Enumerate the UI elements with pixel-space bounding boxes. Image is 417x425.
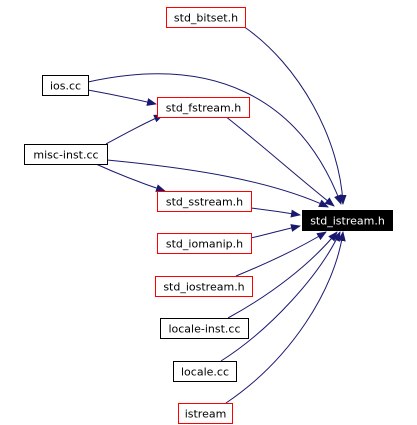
edges-layer [87, 25, 347, 404]
node-box [24, 144, 108, 165]
node-label: std_iomanip.h [166, 238, 243, 251]
node-label: locale.cc [181, 366, 229, 379]
edge-ios-cc-to-std-istream [87, 73, 342, 205]
node-label: std_iostream.h [163, 281, 244, 294]
node-box [157, 97, 250, 118]
node-label: misc-inst.cc [33, 149, 98, 162]
node-box [178, 403, 233, 424]
node-box [160, 318, 249, 339]
node-label: std_istream.h [310, 215, 385, 228]
edge-istream-to-std-istream [225, 231, 346, 404]
node-istream[interactable]: istream [178, 403, 233, 424]
nodes-layer: std_bitset.h ios.cc std_fstream.h misc-inst… [24, 7, 393, 424]
node-label: std_bitset.h [174, 12, 238, 25]
node-std-istream[interactable]: std_istream.h [302, 210, 393, 231]
edge-std-fstream-to-std-istream [224, 115, 335, 207]
node-box [302, 210, 393, 231]
node-box [166, 7, 246, 28]
node-box [42, 75, 89, 96]
node-std-bitset[interactable]: std_bitset.h [166, 7, 246, 28]
node-std-fstream[interactable]: std_fstream.h [157, 97, 250, 118]
node-label: std_sstream.h [166, 196, 243, 209]
edge-misc-inst-to-std-sstream [95, 163, 166, 192]
node-box [157, 191, 252, 212]
node-misc-inst[interactable]: misc-inst.cc [24, 144, 108, 165]
node-label: locale-inst.cc [168, 323, 240, 336]
edge-std-iostream-to-std-istream [235, 231, 327, 277]
edge-std-sstream-to-std-istream [250, 207, 301, 218]
node-std-iomanip[interactable]: std_iomanip.h [157, 233, 252, 254]
node-locale-inst[interactable]: locale-inst.cc [160, 318, 249, 339]
node-label: ios.cc [50, 80, 81, 93]
edge-std-iomanip-to-std-istream [250, 224, 301, 239]
node-locale-cc[interactable]: locale.cc [173, 361, 237, 382]
edge-locale-cc-to-std-istream [220, 231, 341, 362]
node-box [173, 361, 237, 382]
node-label: std_fstream.h [166, 102, 241, 115]
edge-ios-cc-to-std-fstream [87, 89, 157, 106]
node-label: istream [185, 408, 227, 421]
node-ios-cc[interactable]: ios.cc [42, 75, 89, 96]
edge-std-bitset-to-std-istream [242, 25, 347, 205]
edge-misc-inst-to-std-fstream [105, 114, 164, 145]
node-std-iostream[interactable]: std_iostream.h [155, 276, 253, 297]
edge-misc-inst-to-std-istream [106, 159, 329, 208]
edge-locale-inst-to-std-istream [227, 231, 338, 319]
node-std-sstream[interactable]: std_sstream.h [157, 191, 252, 212]
node-box [157, 233, 252, 254]
node-box [155, 276, 253, 297]
